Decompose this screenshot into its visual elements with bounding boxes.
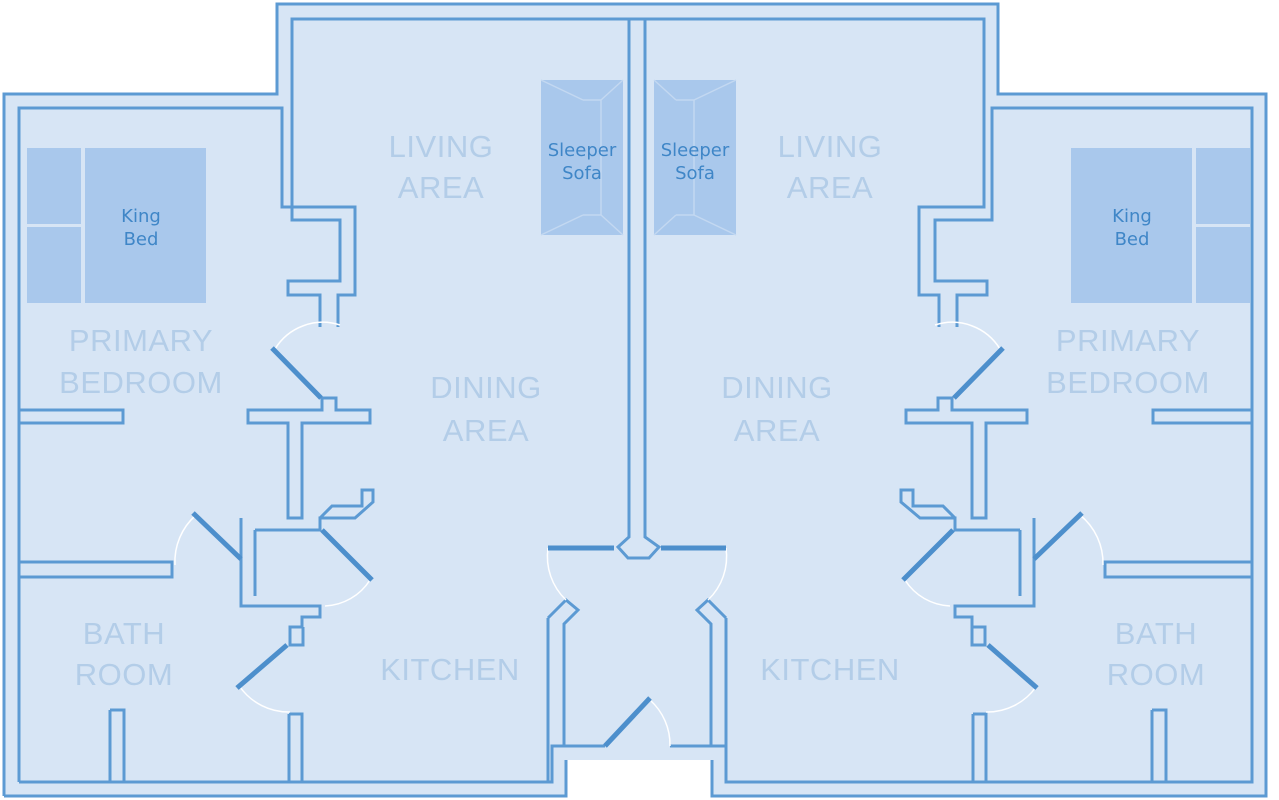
party-wall bbox=[615, 19, 662, 560]
bedroom-label-line2: BEDROOM bbox=[1046, 365, 1210, 400]
left-bath-walls bbox=[108, 708, 304, 782]
left-sleeper-sofa: Sleeper Sofa bbox=[540, 79, 624, 236]
right-bath-walls bbox=[971, 708, 1168, 782]
bedroom-label-line2: BEDROOM bbox=[59, 365, 223, 400]
door-right-bedroom bbox=[952, 346, 1005, 400]
left-entry-walls bbox=[546, 597, 581, 782]
floor-area bbox=[4, 4, 1266, 796]
sofa-label-line1: Sleeper bbox=[548, 140, 617, 161]
dining-label-line2: AREA bbox=[443, 413, 529, 448]
bed-label-line2: Bed bbox=[124, 229, 159, 250]
door-right-closet-b bbox=[901, 528, 955, 582]
living-label-line1: LIVING bbox=[389, 129, 494, 164]
bedroom-label-line1: PRIMARY bbox=[69, 323, 213, 358]
bed-label-line1: King bbox=[1112, 206, 1152, 227]
living-label-line1: LIVING bbox=[778, 129, 883, 164]
right-king-bed: King Bed bbox=[1071, 148, 1250, 303]
bedroom-label-line1: PRIMARY bbox=[1056, 323, 1200, 358]
exterior-wall-inner bbox=[17, 17, 1254, 784]
left-room-labels: LIVING AREA DINING AREA KITCHEN PRIMARY … bbox=[59, 129, 542, 692]
dining-label-line1: DINING bbox=[430, 370, 542, 405]
doors bbox=[191, 346, 1084, 748]
right-closet-walls bbox=[899, 488, 1252, 647]
left-king-bed: King Bed bbox=[27, 148, 206, 303]
left-closet-walls bbox=[19, 488, 375, 647]
kitchen-label: KITCHEN bbox=[760, 652, 900, 687]
door-left-closet-b bbox=[320, 528, 374, 582]
door-left-closet-a bbox=[191, 511, 243, 561]
left-bedroom-wall bbox=[19, 396, 372, 520]
bed-label-line2: Bed bbox=[1115, 229, 1150, 250]
door-right-closet-a bbox=[1032, 511, 1084, 561]
door-right-bath bbox=[986, 643, 1039, 690]
living-label-line2: AREA bbox=[398, 170, 484, 205]
bed-label-line1: King bbox=[121, 206, 161, 227]
bath-label-line2: ROOM bbox=[75, 657, 173, 692]
right-bedroom-wall bbox=[904, 396, 1252, 520]
sofa-label-line1: Sleeper bbox=[661, 140, 730, 161]
sofa-label-line2: Sofa bbox=[675, 163, 715, 184]
right-sleeper-sofa: Sleeper Sofa bbox=[653, 79, 737, 236]
dining-label-line1: DINING bbox=[721, 370, 833, 405]
right-entry-walls bbox=[694, 597, 728, 782]
dining-label-line2: AREA bbox=[734, 413, 820, 448]
right-room-labels: LIVING AREA DINING AREA KITCHEN PRIMARY … bbox=[721, 129, 1210, 692]
door-entry-main bbox=[603, 696, 652, 748]
door-swings bbox=[174, 321, 1104, 747]
bath-label-line2: ROOM bbox=[1107, 657, 1205, 692]
kitchen-label: KITCHEN bbox=[380, 652, 520, 687]
door-left-bedroom bbox=[270, 346, 323, 400]
living-label-line2: AREA bbox=[787, 170, 873, 205]
sofa-label-line2: Sofa bbox=[562, 163, 602, 184]
bath-label-line1: BATH bbox=[1115, 616, 1197, 651]
door-left-bath bbox=[235, 643, 289, 690]
bath-label-line1: BATH bbox=[83, 616, 165, 651]
